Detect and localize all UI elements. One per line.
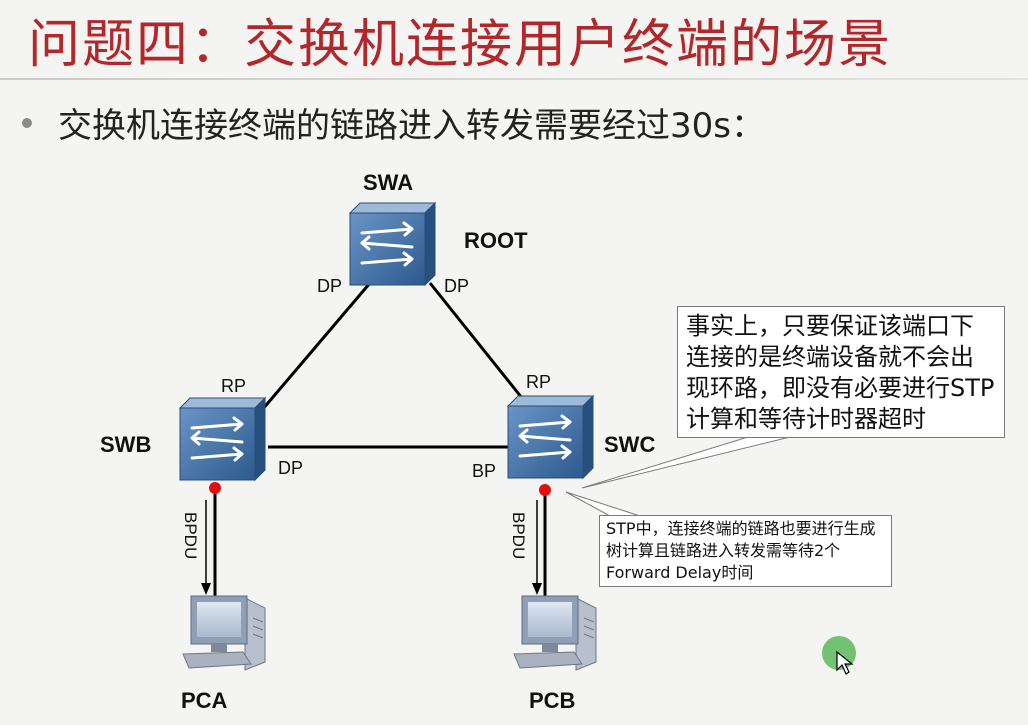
switch-swa-icon [348, 201, 437, 287]
port-label-swb-top: RP [221, 376, 246, 396]
callout-main: 事实上，只要保证该端口下连接的是终端设备就不会出现环路，即没有必要进行STP计算… [677, 306, 1005, 438]
port-dot-swc [539, 484, 551, 496]
bpdu-label-left: BPDU [181, 512, 200, 559]
bpdu-label-right: BPDU [509, 512, 528, 559]
label-swc: SWC [604, 432, 655, 457]
link-swa-swc [428, 282, 524, 399]
bpdu-arrow-left [201, 500, 211, 595]
link-swa-swb [260, 282, 372, 411]
bullet-text: 交换机连接终端的链路进入转发需要经过30s： [58, 106, 765, 146]
callout-secondary: STP中，连接终端的链路也要进行生成树计算且链路进入转发需等待2个Forward… [599, 515, 892, 587]
callout-secondary-pointer [565, 491, 641, 517]
switch-swc-icon [506, 394, 595, 480]
port-label-swa-left: DP [317, 276, 342, 296]
mouse-cursor-icon [836, 650, 854, 675]
port-label-swc-top: RP [526, 372, 551, 392]
pc-pcb-icon [513, 595, 597, 671]
label-pcb: PCB [529, 688, 575, 713]
port-label-swa-right: DP [444, 276, 469, 296]
label-swb: SWB [100, 432, 151, 457]
port-label-swc-left: BP [472, 461, 496, 481]
label-root: ROOT [464, 228, 528, 253]
bpdu-arrow-right [532, 500, 542, 595]
title-divider [0, 78, 1028, 80]
bullet-icon [22, 118, 32, 128]
label-swa: SWA [363, 170, 413, 195]
port-dot-swb [209, 482, 221, 494]
pc-pca-icon [182, 595, 266, 671]
label-pca: PCA [181, 688, 228, 713]
switch-swb-icon [178, 396, 267, 482]
port-label-swb-right: DP [278, 458, 303, 478]
page-title: 问题四：交换机连接用户终端的场景 [28, 15, 893, 75]
